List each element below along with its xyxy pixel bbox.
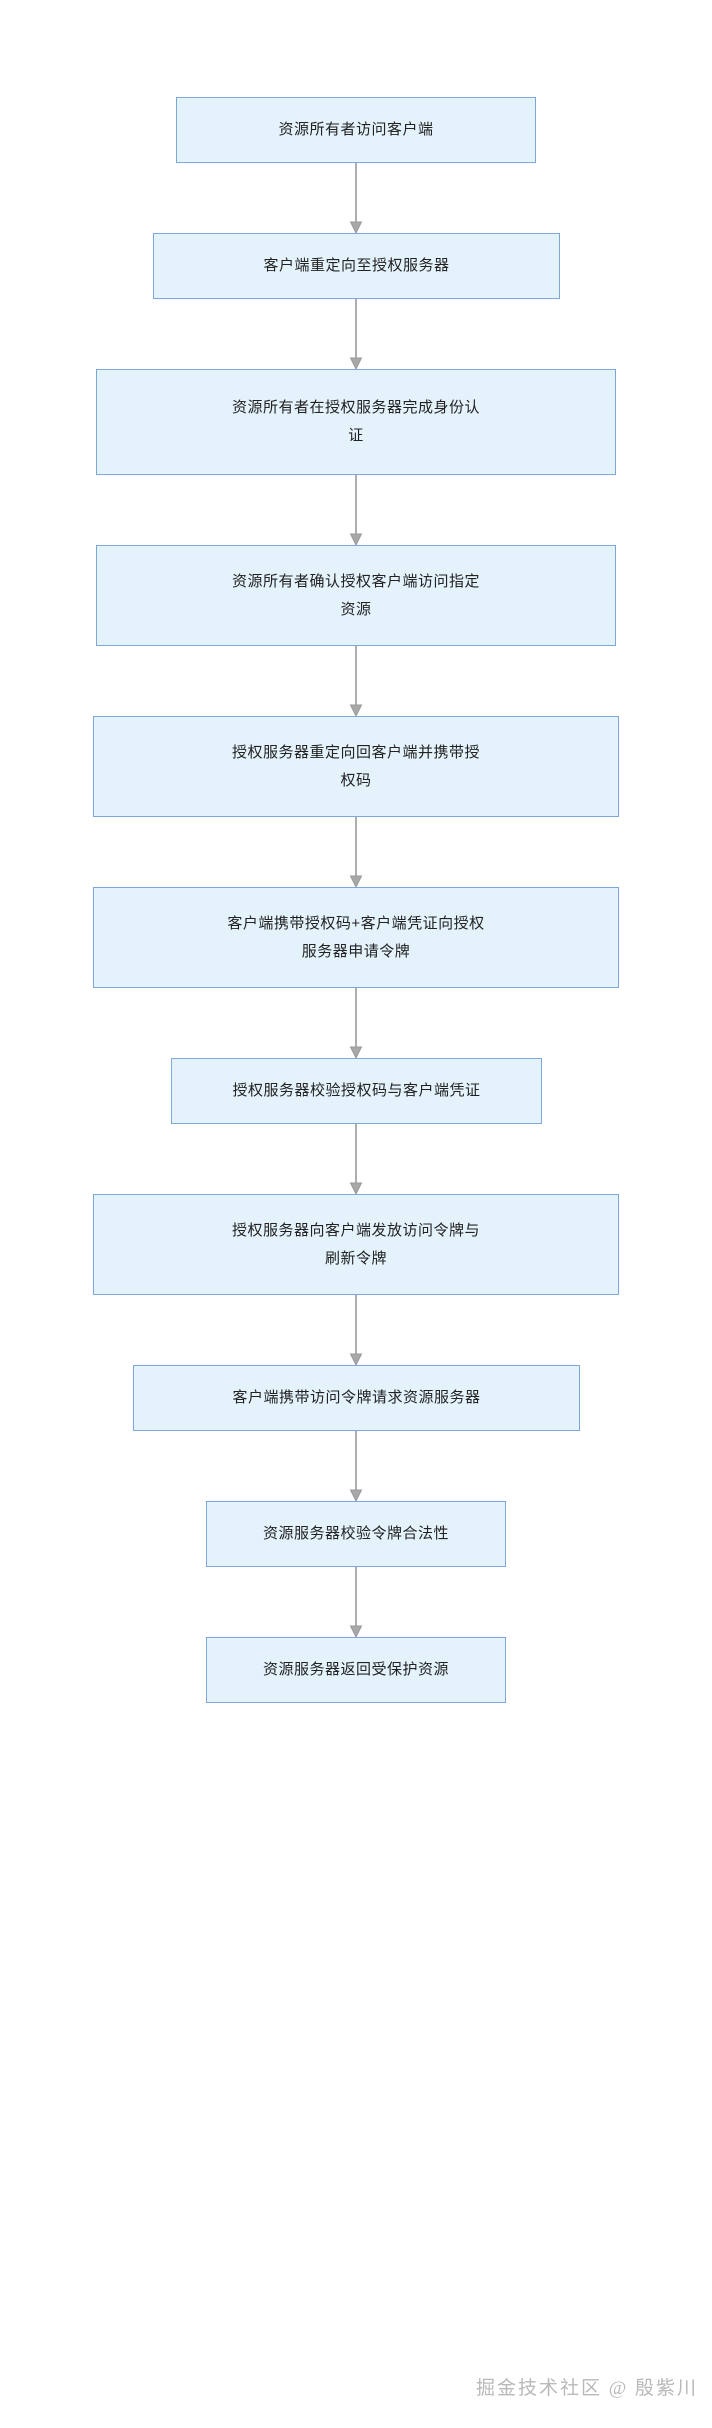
flow-node-label: 资源所有者访问客户端 (278, 121, 434, 138)
flow-node[interactable]: 授权服务器校验授权码与客户端凭证 (171, 1058, 542, 1124)
flow-arrow (348, 988, 364, 1060)
flow-arrow (348, 1431, 364, 1503)
flow-arrow (348, 817, 364, 889)
flow-node[interactable]: 资源所有者访问客户端 (176, 97, 536, 163)
flow-node[interactable]: 资源服务器校验令牌合法性 (206, 1501, 506, 1567)
flow-node[interactable]: 资源服务器返回受保护资源 (206, 1637, 506, 1703)
flow-node[interactable]: 资源所有者在授权服务器完成身份认 证 (96, 369, 616, 475)
flow-node[interactable]: 资源所有者确认授权客户端访问指定 资源 (96, 545, 616, 646)
flow-node[interactable]: 客户端携带访问令牌请求资源服务器 (133, 1365, 580, 1431)
flow-node[interactable]: 客户端重定向至授权服务器 (153, 233, 560, 299)
watermark-text: 掘金技术社区 @ 殷紫川 (476, 2378, 698, 2399)
flow-node[interactable]: 客户端携带授权码+客户端凭证向授权 服务器申请令牌 (93, 887, 619, 988)
flow-arrow (348, 163, 364, 235)
flow-node-label: 资源所有者确认授权客户端访问指定 资源 (231, 572, 480, 618)
flow-node-label: 客户端携带访问令牌请求资源服务器 (232, 1389, 481, 1406)
flow-node[interactable]: 授权服务器重定向回客户端并携带授 权码 (93, 716, 619, 817)
flow-node-label: 资源服务器返回受保护资源 (262, 1661, 449, 1678)
flow-arrow (348, 646, 364, 718)
flow-node-label: 客户端重定向至授权服务器 (263, 257, 450, 274)
flow-node-label: 资源所有者在授权服务器完成身份认 证 (231, 399, 480, 444)
flow-arrow (348, 475, 364, 547)
flow-arrow (348, 1567, 364, 1639)
flow-node-label: 授权服务器向客户端发放访问令牌与 刷新令牌 (231, 1221, 480, 1267)
flow-node-label: 授权服务器校验授权码与客户端凭证 (232, 1082, 481, 1099)
flow-node[interactable]: 授权服务器向客户端发放访问令牌与 刷新令牌 (93, 1194, 619, 1295)
flow-node-label: 客户端携带授权码+客户端凭证向授权 服务器申请令牌 (227, 914, 485, 960)
flow-node-label: 资源服务器校验令牌合法性 (262, 1525, 449, 1542)
flow-arrow (348, 299, 364, 371)
flow-arrow (348, 1124, 364, 1196)
flow-arrow (348, 1295, 364, 1367)
flow-node-label: 授权服务器重定向回客户端并携带授 权码 (231, 743, 480, 789)
